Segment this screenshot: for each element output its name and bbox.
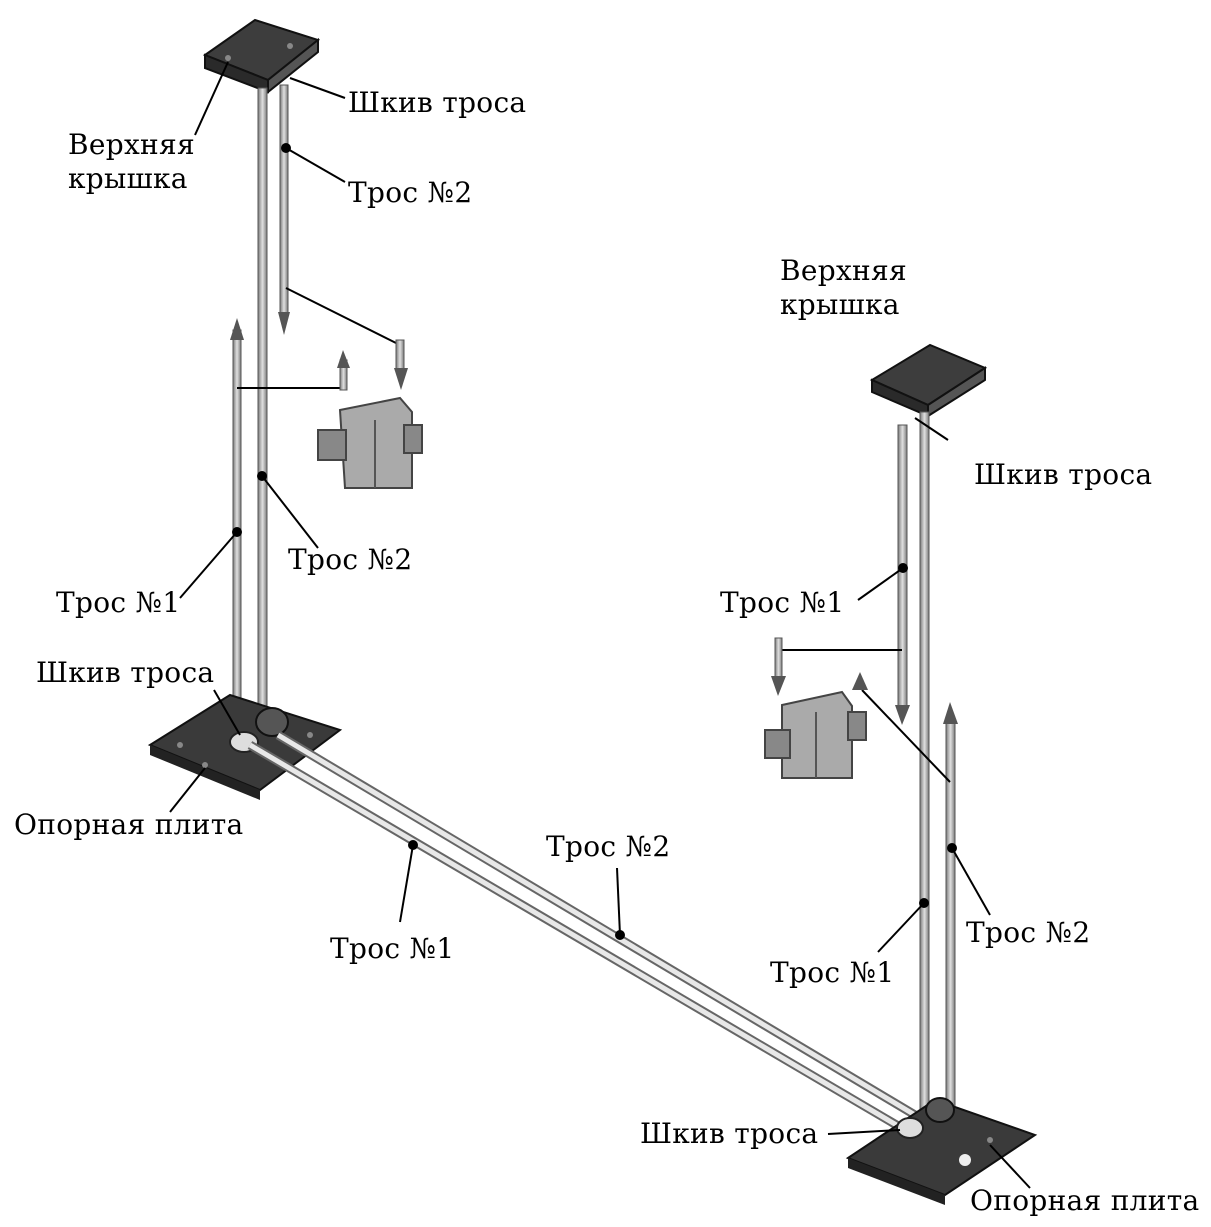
label-cable2-diagonal: Трос №2 (546, 830, 671, 863)
diagonal-cables (247, 731, 923, 1134)
top-cover-right (869, 343, 988, 418)
bracket-right (764, 690, 867, 779)
label-base-plate-left: Опорная плита (14, 808, 244, 841)
label-base-plate-right: Опорная плита (970, 1184, 1200, 1217)
label-cable2-right-lower: Трос №2 (966, 916, 1091, 949)
label-pulley-bottom-right: Шкив троса (640, 1117, 819, 1150)
rod-left-cable2-upper (278, 84, 290, 335)
label-pulley-top-right: Шкив троса (974, 458, 1153, 491)
rod-right-main (919, 411, 930, 1133)
label-pulley-bottom-left: Шкив троса (36, 656, 215, 689)
top-cover-left (202, 18, 321, 95)
rod-left-main (257, 87, 268, 709)
base-plate-right (845, 1097, 1038, 1205)
bracket-left (317, 396, 423, 489)
label-cable1-diagonal: Трос №1 (330, 932, 455, 965)
label-cable2-mid-left: Трос №2 (288, 543, 413, 576)
label-cable1-right-upper: Трос №1 (720, 586, 845, 619)
rod-right-cable1-upper (895, 424, 910, 725)
label-cable2-top-left: Трос №2 (348, 176, 473, 209)
rod-right-cable2 (943, 702, 958, 1133)
base-plate-left (147, 693, 343, 800)
leader-lines (169, 61, 1031, 1189)
rod-left-cable1 (230, 318, 244, 711)
label-pulley-top-left: Шкив троса (348, 86, 527, 119)
label-top-cover-right: Верхняя крышка (780, 254, 907, 321)
label-cable1-mid-left: Трос №1 (56, 586, 181, 619)
label-top-cover-left: Верхняя крышка (68, 128, 195, 195)
label-cable1-right-lower: Трос №1 (770, 956, 895, 989)
